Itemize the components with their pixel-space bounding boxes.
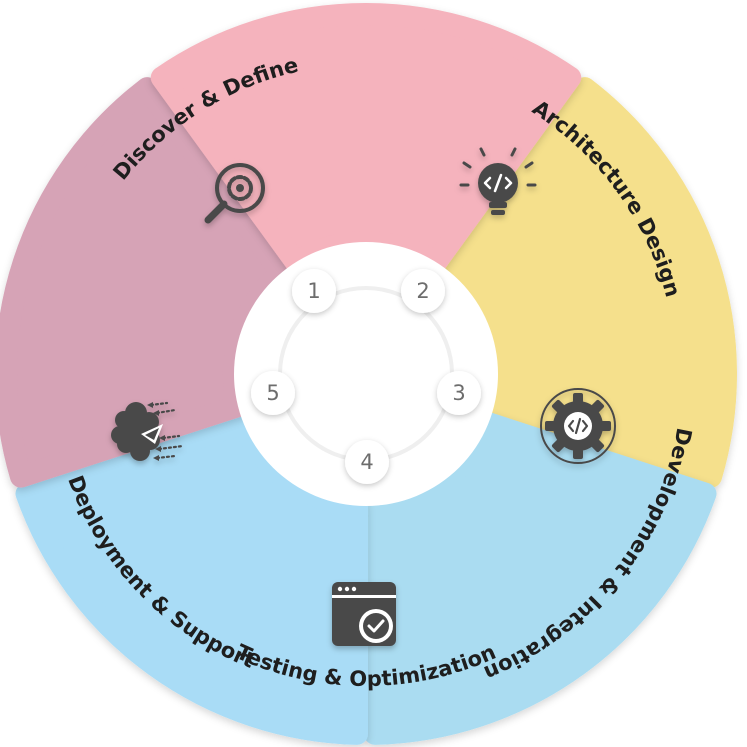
stage-number-badge-4: 4 (345, 440, 389, 484)
stage-number-badge-5: 5 (251, 371, 295, 415)
code-lightbulb-icon (459, 147, 537, 215)
stage-number-badge-2: 2 (401, 269, 445, 313)
stage-number-3: 3 (452, 381, 465, 405)
stage-number-1: 1 (307, 279, 320, 303)
stage-number-badge-3: 3 (437, 371, 481, 415)
cloud-rocket-icon (111, 401, 185, 461)
stage-number-2: 2 (416, 279, 429, 303)
browser-check-icon (332, 582, 396, 646)
magnifier-gear-icon (204, 163, 265, 224)
stage-number-4: 4 (360, 450, 373, 474)
code-gear-icon (540, 388, 616, 464)
stage-number-5: 5 (266, 381, 279, 405)
stage-number-badge-1: 1 (292, 269, 336, 313)
